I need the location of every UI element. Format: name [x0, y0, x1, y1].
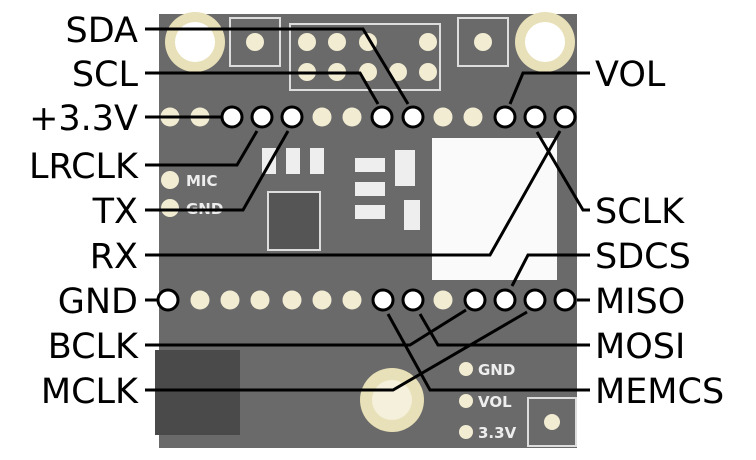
label-sclk: SCLK [595, 192, 685, 232]
silk-gnd: GND [478, 361, 515, 379]
line-scl [145, 71, 380, 105]
labeled-pin [523, 105, 547, 129]
pin [312, 107, 332, 127]
line-mosi [418, 313, 590, 347]
label-bclk: BCLK [48, 327, 139, 367]
line-tx [145, 130, 290, 212]
labeled-pin [250, 105, 274, 129]
label-sda: SDA [66, 11, 139, 51]
labeled-pin [156, 288, 180, 312]
label-mosi: MOSI [595, 327, 685, 367]
labeled-pin [493, 105, 517, 129]
pin [282, 290, 302, 310]
label-gnd: GND [58, 282, 138, 322]
label-mclk: MCLK [41, 372, 139, 412]
line-sdcs [510, 253, 590, 287]
pin [342, 107, 362, 127]
pin [433, 107, 453, 127]
board: MIC GND GND VOL 3.3V [155, 12, 577, 448]
labeled-pin [523, 288, 547, 312]
line-memcs [386, 313, 590, 392]
left-labels: SDA SCL +3.3V LRCLK TX RX GND BCLK MCLK [29, 11, 139, 412]
line-sclk [535, 131, 590, 212]
label-scl: SCL [72, 55, 139, 95]
right-labels: VOL SCLK SDCS MISO MOSI MEMCS [595, 55, 724, 412]
pin [190, 290, 210, 310]
labeled-pin [553, 105, 577, 129]
silk-mic: MIC [186, 172, 218, 190]
audio-jack [155, 350, 240, 435]
line-lrclk [145, 130, 259, 167]
silk-vol: VOL [478, 393, 512, 411]
labeled-pin [553, 288, 577, 312]
leader-lines [145, 27, 590, 392]
labeled-pin [401, 105, 425, 129]
label-3v3: +3.3V [29, 99, 138, 139]
header-pins [156, 105, 577, 312]
line-rx [145, 130, 562, 257]
labeled-pin [463, 288, 487, 312]
pin [433, 290, 453, 310]
codec-chip [267, 191, 321, 251]
pin [342, 290, 362, 310]
label-rx: RX [90, 237, 138, 277]
label-tx: TX [92, 192, 138, 232]
sd-card-slot [432, 138, 557, 280]
pin [312, 290, 332, 310]
silk-3v3: 3.3V [478, 424, 517, 442]
label-sdcs: SDCS [595, 237, 691, 277]
labeled-pin [370, 105, 394, 129]
line-bclk [145, 308, 467, 347]
line-mclk [145, 310, 528, 392]
label-vol: VOL [595, 55, 666, 95]
label-memcs: MEMCS [595, 372, 724, 412]
labeled-pin [220, 105, 244, 129]
labeled-pin [401, 288, 425, 312]
labeled-pin [371, 288, 395, 312]
label-lrclk: LRCLK [29, 147, 139, 187]
labeled-pin [280, 105, 304, 129]
pin [250, 290, 270, 310]
line-sda [145, 27, 410, 105]
label-miso: MISO [595, 282, 685, 322]
pin [463, 107, 483, 127]
pin [220, 290, 240, 310]
labeled-pin [493, 288, 517, 312]
line-vol [508, 71, 590, 105]
